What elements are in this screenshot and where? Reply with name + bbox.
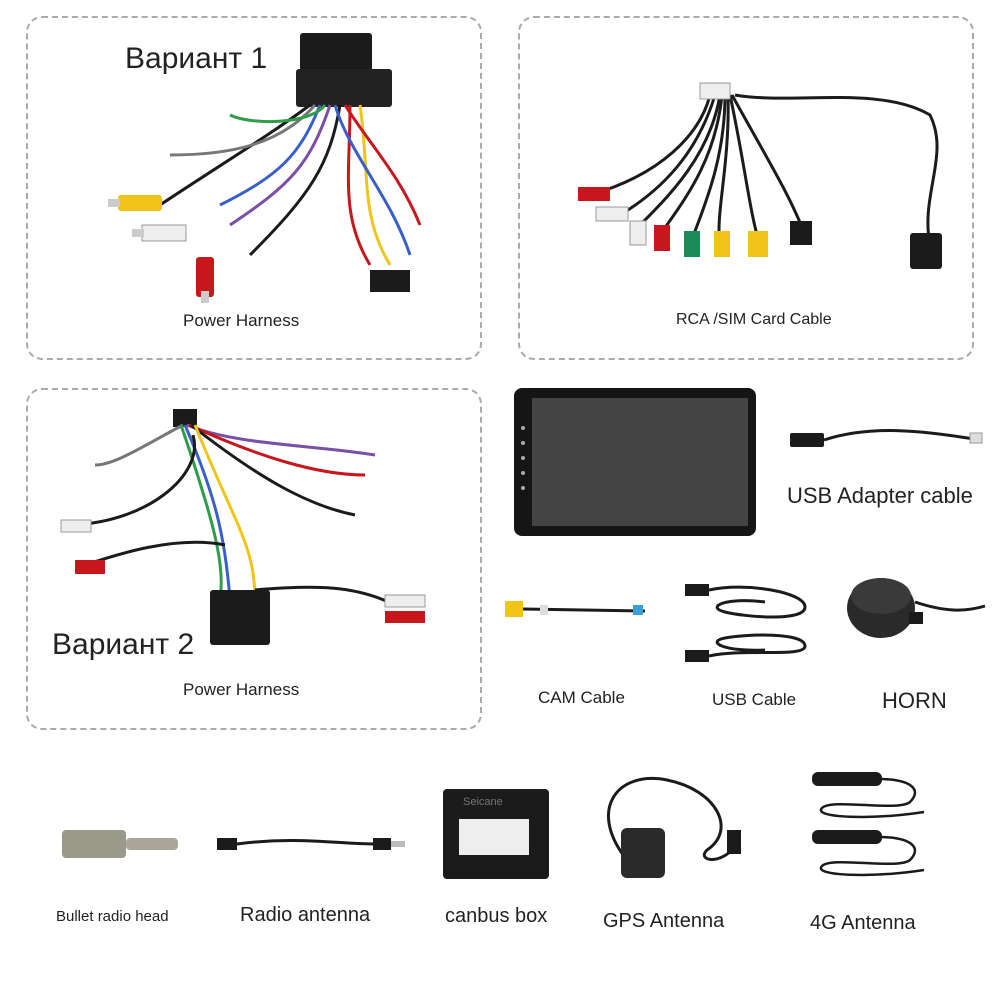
usb-adapter-cable-caption: USB Adapter cable	[787, 483, 973, 508]
radio-antenna-image	[217, 838, 405, 850]
gps-antenna-image	[607, 777, 741, 878]
panel-rca-sim-cable	[518, 16, 974, 360]
panel-power-harness-variant-2	[26, 388, 482, 730]
rca-sim-cable-image	[578, 82, 942, 269]
bullet-radio-head-caption: Bullet radio head	[56, 908, 169, 925]
power-harness-1-image	[108, 33, 422, 303]
rca-sim-cable-caption: RCA /SIM Card Cable	[676, 311, 832, 328]
horn-image	[847, 578, 986, 638]
usb-cable-image	[685, 584, 807, 662]
variant-1-label: Вариант 1	[125, 42, 268, 75]
variant-2-label: Вариант 2	[52, 628, 195, 661]
cam-cable-caption: CAM Cable	[538, 688, 625, 707]
usb-cable-caption: USB Cable	[712, 690, 797, 709]
power-harness-2-caption: Power Harness	[183, 680, 300, 699]
head-unit-screen-image	[514, 388, 756, 536]
bullet-radio-head-image	[62, 830, 178, 858]
horn-caption: HORN	[882, 688, 947, 713]
cam-cable-image	[505, 601, 646, 617]
4g-antenna-caption: 4G Antenna	[810, 912, 916, 934]
panel-power-harness-variant-1	[26, 16, 482, 360]
usb-adapter-cable-image	[790, 429, 983, 447]
canbus-box-caption: canbus box	[445, 905, 548, 927]
power-harness-2-image	[60, 409, 426, 645]
power-harness-1-caption: Power Harness	[183, 311, 300, 330]
radio-antenna-caption: Radio antenna	[240, 904, 371, 926]
4g-antenna-image	[812, 772, 925, 877]
canbus-box-image: Seicane	[443, 789, 549, 879]
gps-antenna-caption: GPS Antenna	[603, 910, 725, 932]
canbus-brand-text: Seicane	[463, 796, 503, 808]
